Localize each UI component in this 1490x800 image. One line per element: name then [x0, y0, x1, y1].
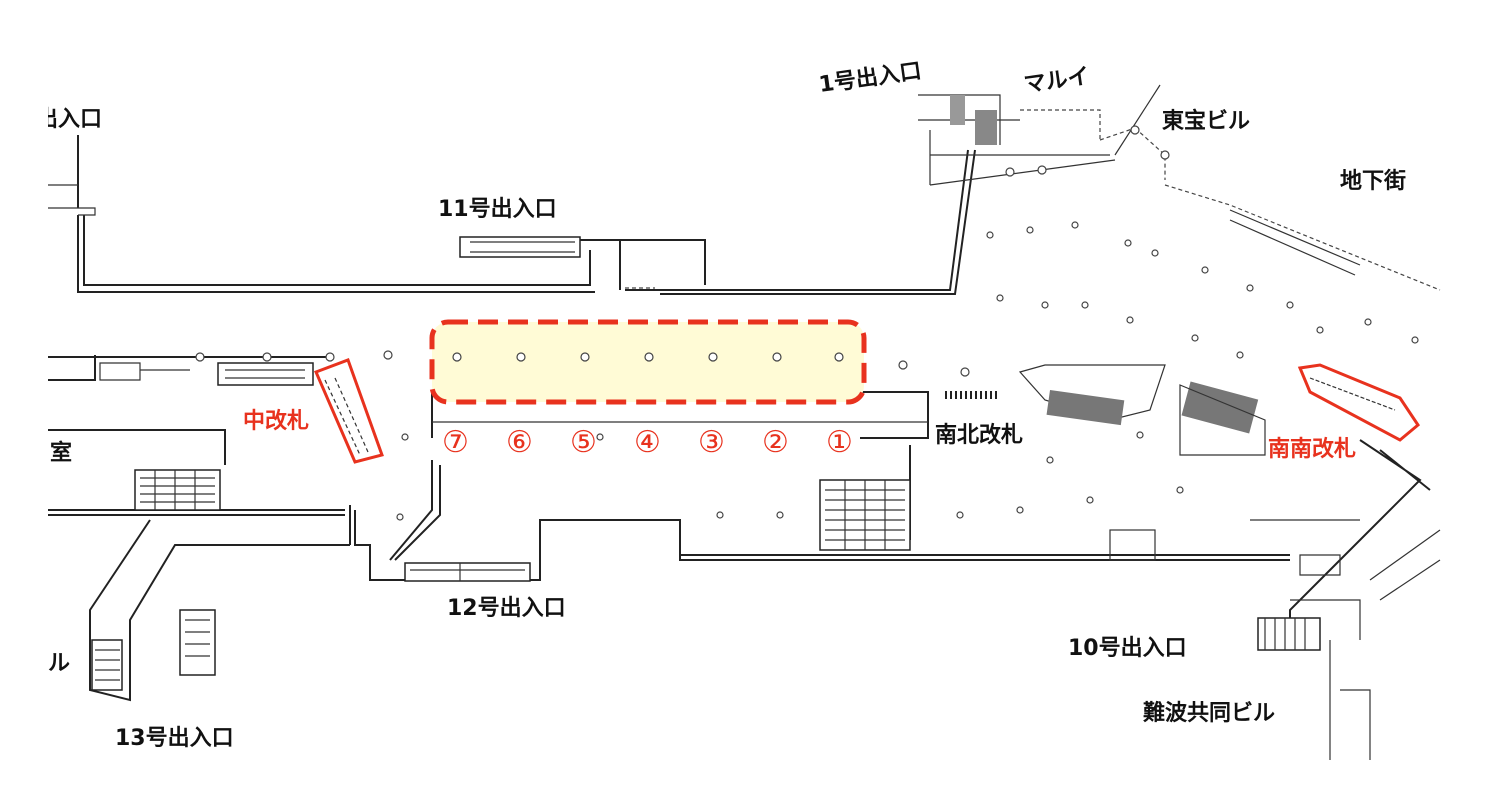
namba-kyodo-building-label: 難波共同ビル	[1143, 700, 1275, 726]
position-5: ⑤	[570, 425, 597, 460]
exit-13-label: 13号出入口	[115, 726, 234, 751]
marui-label: マルイ	[1022, 64, 1091, 98]
exit-12-label: 12号出入口	[447, 596, 566, 621]
toho-building-label: 東宝ビル	[1162, 108, 1250, 134]
central-gate-outline	[313, 358, 384, 464]
position-6: ⑥	[506, 425, 533, 460]
central-gate-label: 中改札	[243, 408, 309, 434]
highlight-columns	[452, 352, 844, 362]
columns	[383, 221, 1419, 521]
position-1: ①	[826, 425, 853, 460]
position-4: ④	[634, 425, 661, 460]
exit-11-label: 11号出入口	[438, 197, 557, 222]
building-partial-label: ル	[48, 651, 70, 676]
north-south-gate-label: 南北改札	[935, 422, 1023, 448]
south-south-gate-outline	[1297, 363, 1420, 442]
highlighted-area[interactable]	[429, 319, 867, 405]
position-2: ②	[762, 425, 789, 460]
walls	[48, 84, 1441, 760]
exit-10-label: 10号出入口	[1068, 636, 1187, 661]
position-3: ③	[698, 425, 725, 460]
south-south-gate-label: 南南改札	[1268, 436, 1356, 462]
room-partial-label: 室	[50, 440, 72, 466]
underground-mall-label: 地下街	[1340, 168, 1406, 194]
position-7: ⑦	[442, 425, 469, 460]
exit-1-label: 1号出入口	[817, 59, 923, 98]
